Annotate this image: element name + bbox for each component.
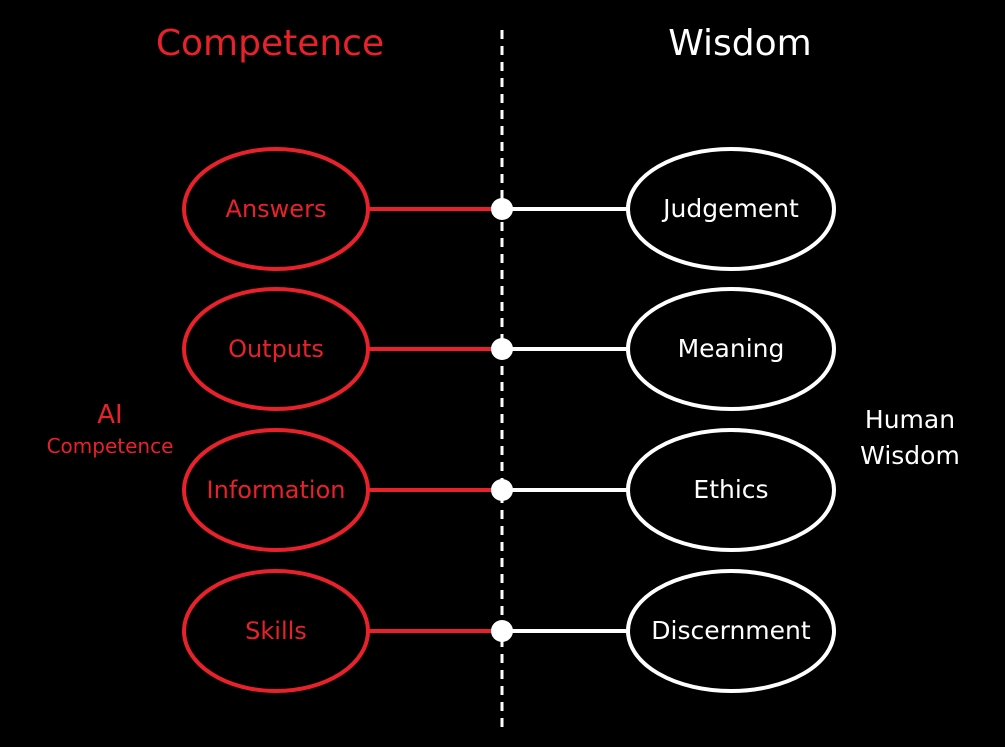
competence-node-3	[182, 428, 370, 552]
junction-dot-3	[491, 479, 513, 501]
wisdom-node-4	[626, 569, 836, 693]
human-label-line2: Wisdom	[860, 441, 960, 470]
ai-competence-label: AI Competence	[30, 398, 190, 460]
wisdom-node-2	[626, 287, 836, 411]
junction-dot-1	[491, 198, 513, 220]
wisdom-label-discernment: Discernment	[651, 616, 811, 645]
wisdom-title: Wisdom	[668, 23, 812, 64]
ai-label-line1: AI	[97, 400, 123, 430]
ai-label-line2: Competence	[46, 434, 174, 458]
human-label-line1: Human	[864, 405, 956, 434]
wisdom-label-ethics: Ethics	[693, 475, 769, 504]
competence-node-1	[182, 147, 370, 271]
competence-label-answers: Answers	[225, 195, 327, 223]
human-wisdom-label: Human Wisdom	[840, 402, 980, 474]
competence-label-information: Information	[206, 476, 346, 504]
competence-label-skills: Skills	[245, 617, 307, 645]
competence-node-2	[182, 287, 370, 411]
wisdom-label-judgement: Judgement	[663, 194, 799, 223]
junction-dot-2	[491, 338, 513, 360]
competence-label-outputs: Outputs	[228, 335, 324, 363]
competence-title: Competence	[155, 23, 385, 64]
wisdom-node-3	[626, 428, 836, 552]
competence-node-4	[182, 569, 370, 693]
wisdom-node-1	[626, 147, 836, 271]
wisdom-label-meaning: Meaning	[677, 334, 785, 363]
junction-dot-4	[491, 620, 513, 642]
